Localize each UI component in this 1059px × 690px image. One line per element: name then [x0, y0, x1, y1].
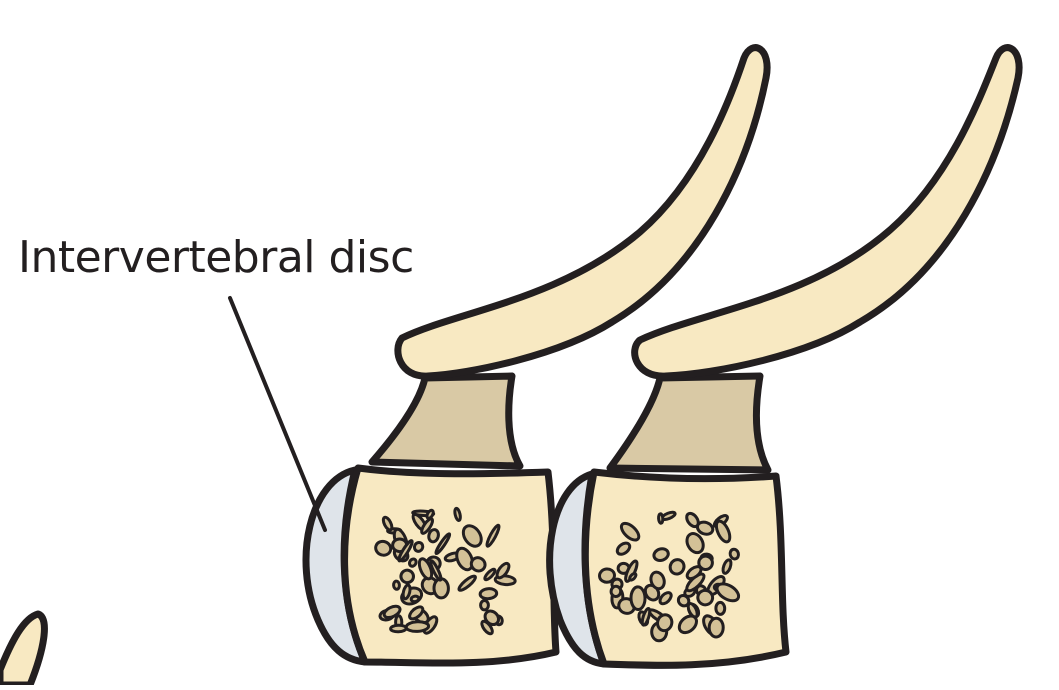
pedicle-right [606, 372, 772, 474]
trabecula [657, 512, 665, 525]
trabecula [598, 567, 616, 584]
trabecula [707, 616, 725, 639]
trabecula [714, 600, 727, 616]
trabecula [397, 539, 414, 563]
trabecula [721, 558, 733, 575]
trabecula [407, 557, 418, 568]
trabecula [619, 521, 641, 542]
trabecula [404, 620, 431, 633]
trabecula [668, 558, 686, 576]
trabecula [677, 614, 698, 635]
trabecula [427, 528, 440, 544]
trabecula [696, 588, 715, 607]
trabecula [425, 508, 435, 520]
trabecula [685, 532, 705, 555]
trabecula [455, 546, 474, 572]
trabecula [640, 606, 652, 627]
trabecula [409, 594, 421, 604]
trabecula [697, 554, 714, 572]
trabecula [399, 568, 415, 585]
trabecula [420, 517, 435, 535]
trabecula [629, 585, 647, 611]
trabecula [432, 577, 450, 600]
trabecula [715, 582, 741, 603]
pedicle-left [368, 372, 524, 470]
trabecula [381, 515, 394, 532]
process-left [394, 44, 771, 380]
trabecula [469, 556, 487, 573]
cancellous-bone-right [598, 510, 741, 643]
trabecula [714, 519, 732, 544]
trabecula [658, 591, 673, 606]
trabecula [479, 599, 490, 612]
trabecula [401, 583, 412, 601]
vertebral-body-left [341, 464, 560, 667]
process-right [631, 44, 1023, 380]
trabecula [417, 557, 434, 581]
trabecula [412, 540, 425, 553]
intervertebral-disc-label: Intervertebral disc [18, 232, 414, 283]
trabecula [656, 613, 674, 633]
leader-line [228, 296, 327, 532]
trabecula [408, 605, 425, 621]
trabecula [483, 609, 501, 627]
trabecula [453, 506, 462, 522]
trabecula [628, 572, 638, 582]
trabecula [483, 567, 497, 582]
trabecula [457, 574, 477, 592]
trabecula [695, 520, 715, 536]
trabecula [461, 524, 483, 548]
trabecula [485, 523, 501, 548]
cancellous-bone-left [374, 506, 517, 636]
vertebral-body-right [581, 468, 790, 669]
trabecula [374, 539, 393, 557]
trabecula [609, 584, 623, 598]
trabecula [389, 623, 408, 634]
partial-bone-bottom-left [0, 610, 48, 689]
trabecula [728, 547, 740, 561]
trabecula [480, 619, 494, 636]
trabecula [434, 532, 452, 556]
trabecula [382, 604, 402, 620]
trabecula [392, 579, 401, 591]
trabecula [652, 547, 670, 562]
trabecula [495, 561, 511, 580]
trabecula [478, 587, 499, 601]
trabecula [429, 559, 443, 582]
trabecula [615, 541, 632, 556]
trabecula [649, 570, 666, 591]
